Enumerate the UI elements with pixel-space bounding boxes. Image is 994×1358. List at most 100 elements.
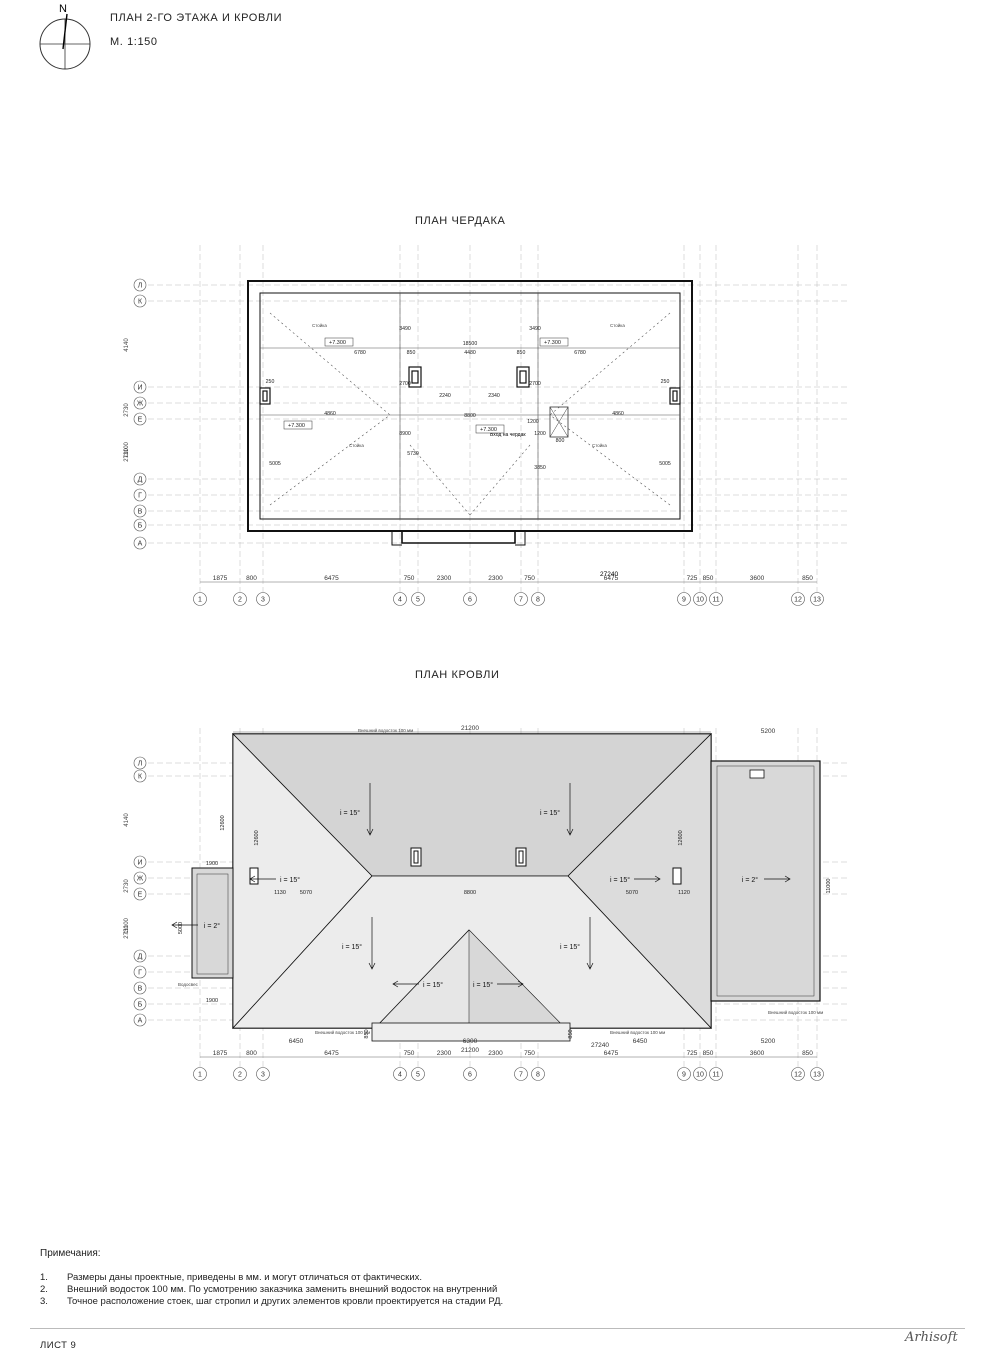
slope-label: i = 2° [742,875,791,884]
dimension-label: 2730 [124,925,130,939]
gutter-label: Внешний водосток 100 мм [610,1029,665,1035]
gutter-label: Внешний водосток 100 мм [315,1029,370,1035]
slope-label: i = 15° [340,783,374,836]
svg-text:Б: Б [138,523,143,530]
roof-plan-drawing: i = 15°i = 15°i = 15°i = 15°i = 15°i = 1… [124,725,850,1081]
note-item: 3.Точное расположение стоек, шаг стропил… [40,1296,504,1307]
svg-text:13: 13 [813,1072,821,1079]
svg-text:И: И [137,385,142,392]
svg-text:4: 4 [398,597,402,604]
axis-col-bubble: 11 [709,592,723,606]
slope-label: i = 15° [473,980,524,989]
dimension-label: 850 [802,575,813,582]
svg-text:3: 3 [261,597,265,604]
dimension-label: 6780 [354,350,366,356]
axis-row-bubble: В [133,504,147,518]
dimension-label: 1130 [274,890,286,896]
sheet-number: ЛИСТ 9 [40,1340,77,1351]
svg-text:Е: Е [138,417,143,424]
gutter-label: Внешний водосток 100 мм [768,1009,823,1015]
axis-col-bubble: 5 [411,1067,425,1081]
dimension-label: 11100 [124,441,130,457]
dimension-label: 8900 [399,431,411,437]
sheet-title: ПЛАН 2-ГО ЭТАЖА И КРОВЛИ [110,12,283,24]
svg-text:Б: Б [138,1002,143,1009]
svg-text:6: 6 [468,1072,472,1079]
svg-text:i = 2°: i = 2° [204,922,220,930]
note-item: 2.Внешний водосток 100 мм. По усмотрению… [40,1284,498,1295]
svg-text:8: 8 [536,597,540,604]
svg-text:Ж: Ж [137,876,144,883]
svg-text:Д: Д [138,954,143,961]
svg-text:5: 5 [416,1072,420,1079]
svg-text:А: А [138,541,143,548]
dimension-label: 800 [246,575,257,582]
svg-text:Л: Л [138,283,143,290]
axis-row-bubble: В [133,981,147,995]
notes-heading: Примечания: [40,1248,101,1259]
svg-text:13: 13 [813,597,821,604]
dimension-label: 5005 [659,461,671,467]
dimension-label: 2300 [437,575,452,582]
axis-col-bubble: 3 [256,1067,270,1081]
axis-row-bubble: Д [133,472,147,486]
slope-label: i = 15° [392,980,443,989]
dimension-label: 800 [246,1050,257,1057]
dimension-label: 750 [524,575,535,582]
dimension-label: 27240 [591,1042,609,1049]
axis-col-bubble: 7 [514,592,528,606]
north-arrow: N [39,4,91,70]
room-label: Стойка [349,442,364,448]
dimension-label: 3850 [534,465,546,471]
axis-col-bubble: 8 [531,592,545,606]
signature-logo: Arhisoft [905,1330,958,1345]
dimension-label: 6300 [463,1038,478,1045]
dimension-label: 8800 [464,890,476,896]
svg-text:10: 10 [696,1072,704,1079]
axis-row-bubble: Л [133,278,147,292]
footer-divider [30,1328,965,1329]
svg-text:8: 8 [536,1072,540,1079]
svg-text:i = 15°: i = 15° [560,943,580,951]
dimension-label: 725 [687,1050,698,1057]
dimension-label: 6475 [324,575,339,582]
svg-text:7: 7 [519,597,523,604]
scale-label: М. 1:150 [110,36,158,48]
axis-col-bubble: 10 [693,592,707,606]
dimension-label: 5070 [626,890,638,896]
dimension-label: 4860 [324,411,336,417]
axis-col-bubble: 11 [709,1067,723,1081]
svg-text:В: В [138,509,143,516]
dimension-label: 12600 [254,830,260,845]
dimension-label: 12600 [220,815,226,830]
slope-label: i = 15° [560,917,594,970]
axis-col-bubble: 13 [810,592,824,606]
axis-row-bubble: Ж [133,396,147,410]
axis-col-bubble: 6 [463,1067,477,1081]
dimension-label: 800 [556,438,565,444]
dimension-label: 18500 [463,341,478,347]
room-label: Стойка [312,322,327,328]
dimension-label: 5000 [178,922,184,934]
slope-label: i = 2° [171,921,220,930]
dimension-label: 250 [661,379,670,385]
svg-text:2: 2 [238,1072,242,1079]
svg-text:2: 2 [238,597,242,604]
axis-row-bubble: Г [133,965,147,979]
svg-text:4: 4 [398,1072,402,1079]
slope-label: i = 15° [342,917,376,970]
dimension-label: 750 [524,1050,535,1057]
dimension-label: 850 [568,1029,574,1038]
axis-row-bubble: Г [133,488,147,502]
axis-col-bubble: 8 [531,1067,545,1081]
dimension-label: 6780 [574,350,586,356]
dimension-label: 4480 [464,350,476,356]
svg-text:3: 3 [261,1072,265,1079]
dimension-label: 6450 [289,1038,304,1045]
svg-text:5: 5 [416,597,420,604]
level-mark: +7.300 [329,340,346,346]
dimension-label: 3490 [399,326,411,332]
dimension-label: 750 [404,1050,415,1057]
gutter-label-short: Водосвес [178,982,199,987]
dimension-label: 4140 [124,813,130,827]
